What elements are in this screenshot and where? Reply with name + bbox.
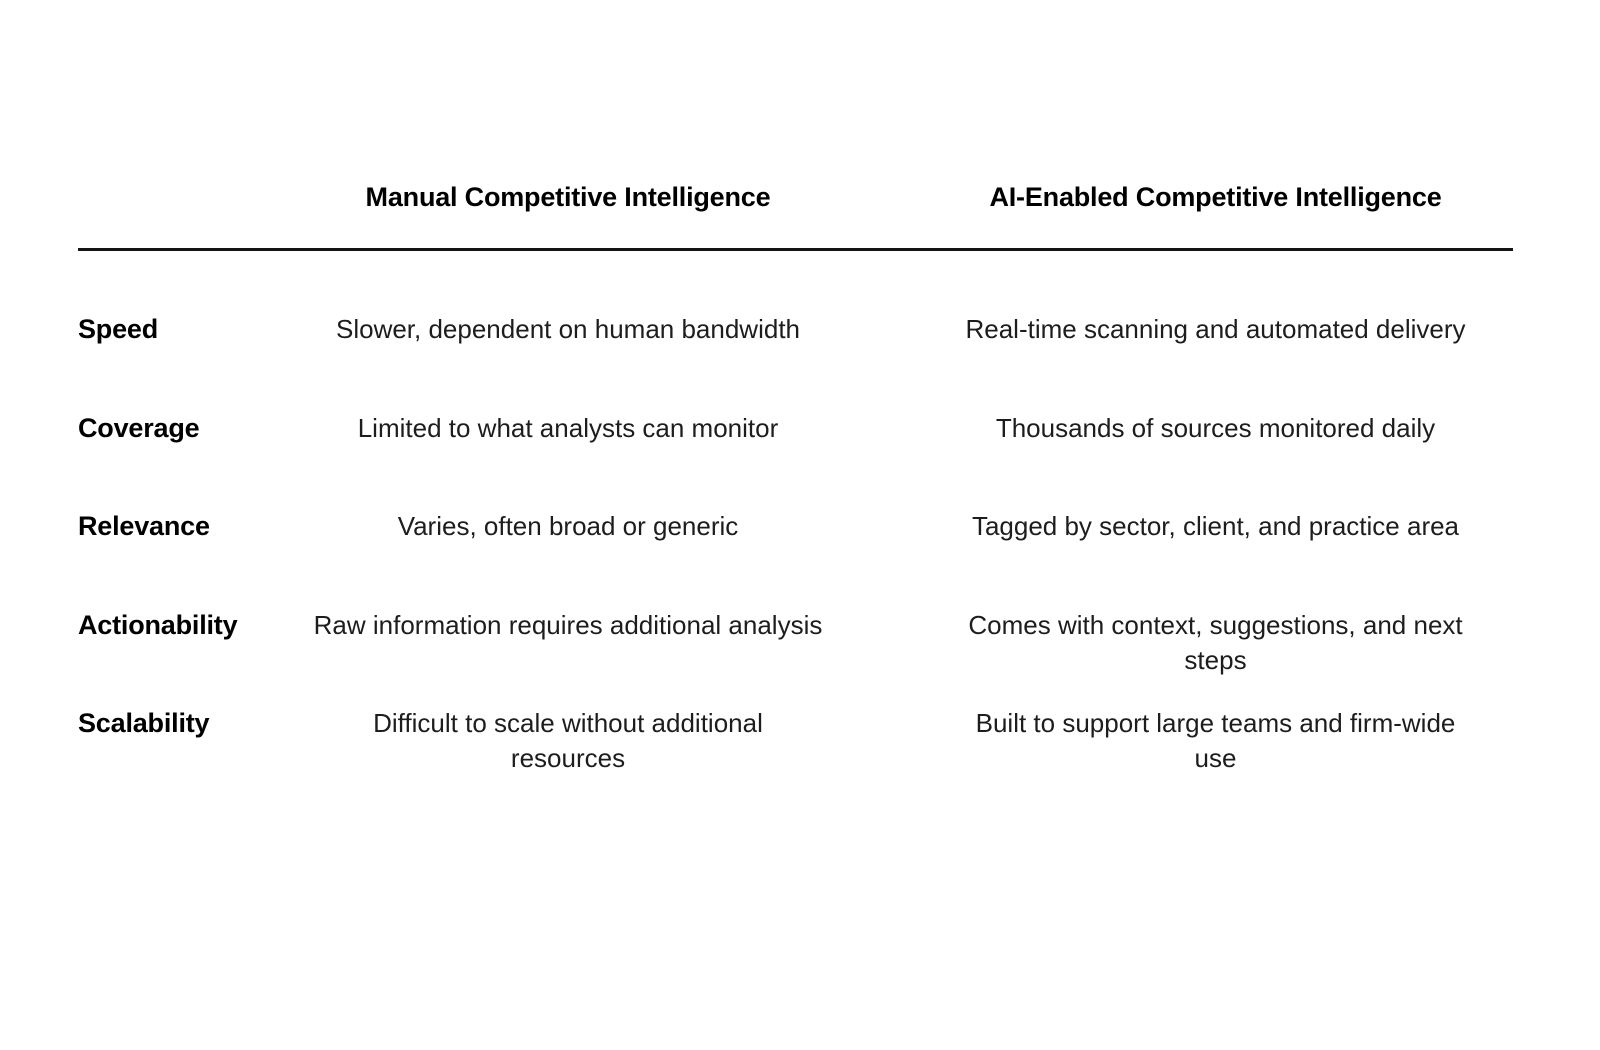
comparison-table: Manual Competitive Intelligence AI-Enabl…	[78, 180, 1513, 805]
row-label: Speed	[78, 314, 159, 344]
ai-cell: Tagged by sector, client, and practice a…	[971, 511, 1460, 541]
table-body: Speed Slower, dependent on human bandwid…	[78, 312, 1513, 805]
corner-cell	[78, 180, 303, 215]
table-row-speed: Speed Slower, dependent on human bandwid…	[78, 312, 1513, 411]
row-label: Scalability	[78, 708, 210, 738]
header-divider	[78, 248, 1513, 251]
manual-cell: Varies, often broad or generic	[397, 511, 739, 541]
table-row-actionability: Actionability Raw information requires a…	[78, 608, 1513, 707]
ai-cell: Comes with context, suggestions, and nex…	[968, 609, 1463, 675]
manual-cell: Slower, dependent on human bandwidth	[335, 314, 800, 344]
manual-cell: Difficult to scale without additional re…	[373, 708, 763, 773]
table-row-scalability: Scalability Difficult to scale without a…	[78, 706, 1513, 805]
manual-cell: Limited to what analysts can monitor	[357, 412, 779, 443]
row-label: Relevance	[78, 511, 210, 541]
ai-cell: Thousands of sources monitored daily	[995, 412, 1436, 443]
ai-cell: Built to support large teams and firm-wi…	[975, 708, 1456, 773]
row-label: Actionability	[78, 609, 238, 640]
table-header-row: Manual Competitive Intelligence AI-Enabl…	[78, 180, 1513, 215]
column-header-ai: AI-Enabled Competitive Intelligence	[989, 182, 1442, 212]
column-header-manual: Manual Competitive Intelligence	[365, 182, 771, 212]
manual-cell: Raw information requires additional anal…	[313, 609, 823, 640]
ai-cell: Real-time scanning and automated deliver…	[965, 314, 1466, 344]
row-label: Coverage	[78, 412, 200, 443]
table-row-coverage: Coverage Limited to what analysts can mo…	[78, 411, 1513, 510]
table-row-relevance: Relevance Varies, often broad or generic…	[78, 509, 1513, 608]
